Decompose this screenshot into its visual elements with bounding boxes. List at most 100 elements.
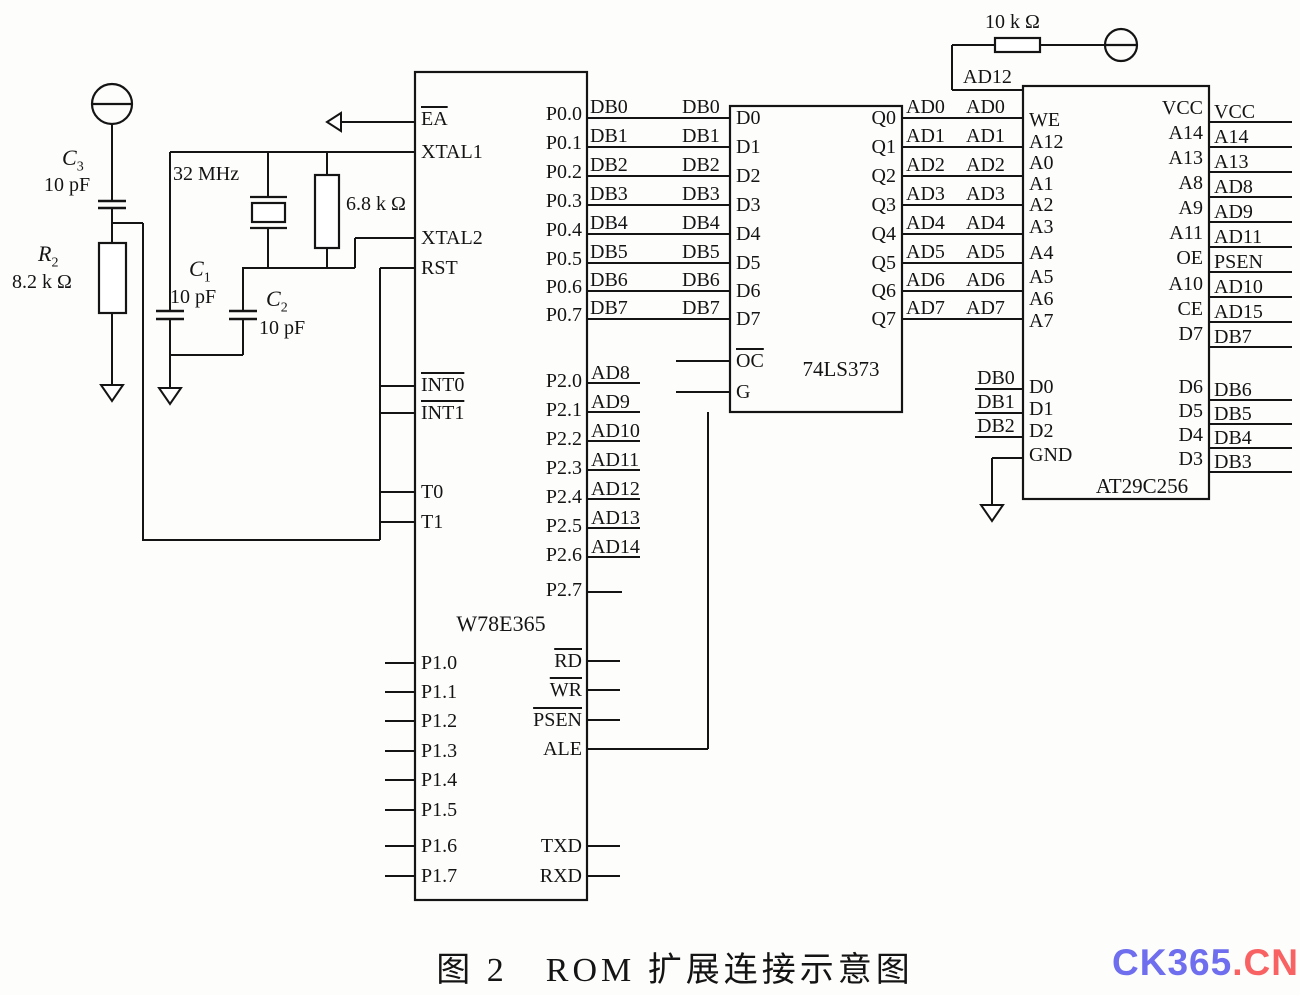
- label-rom-pins-left-13: GND: [1029, 444, 1073, 466]
- label-rom-pins-right-5: A11: [1169, 222, 1203, 244]
- label-nets-ad-1: AD1: [966, 125, 1005, 147]
- label-nets-db-5: DB5: [590, 241, 628, 263]
- label-rom-pins-right-8: CE: [1177, 298, 1203, 320]
- xtal-resistor-icon: [313, 173, 341, 250]
- label-nets-ad-6: AD6: [906, 269, 945, 291]
- label-latch-pins-q-4: Q4: [871, 223, 896, 245]
- label-latch-pins-q-7: Q7: [871, 308, 896, 330]
- label-nets-p2_ad-3: AD11: [591, 449, 640, 471]
- label-nets-rom_right-8: AD15: [1214, 301, 1263, 323]
- label-nets-rom_right-0: VCC: [1214, 101, 1256, 123]
- label-rom-pins-right-10: D6: [1178, 376, 1203, 398]
- c3-capacitor-icon: [98, 199, 126, 210]
- label-rom-pins-left-6: A4: [1029, 242, 1054, 264]
- label-rom-pins-right-9: D7: [1178, 323, 1203, 345]
- label-rom-pins-left-3: A1: [1029, 173, 1054, 195]
- label-nets-rom_right-2: A13: [1214, 151, 1249, 173]
- label-mcu-pins-txd: TXD: [540, 835, 582, 857]
- label-nets-ad-0: AD0: [966, 96, 1005, 118]
- rom-chip-name: AT29C256: [1095, 474, 1189, 498]
- label-mcu-pins-p1-2: P1.2: [421, 710, 458, 732]
- label-nets-db-0: DB0: [682, 96, 720, 118]
- label-rom-pins-left-4: A2: [1029, 194, 1054, 216]
- label-rom-pins-right-2: A13: [1168, 147, 1203, 169]
- label-rom-pins-right-0: VCC: [1161, 97, 1203, 119]
- label-rom-pins-left-0: WE: [1029, 109, 1061, 131]
- label-rom-pins-right-6: OE: [1176, 247, 1203, 269]
- label-rom-pins-right-13: D3: [1178, 448, 1203, 470]
- label-mcu-pins-p2-1: P2.1: [545, 399, 582, 421]
- label-nets-ad-2: AD2: [906, 154, 945, 176]
- crystal-icon: [250, 195, 287, 230]
- c2-value-label: 10 pF: [259, 317, 306, 339]
- label-mcu-pins-p1-6: P1.6: [421, 835, 458, 857]
- label-nets-p2_ad-6: AD14: [591, 536, 640, 558]
- label-mcu-pins-p0-0: P0.0: [545, 103, 582, 125]
- label-latch-pins-d-1: D1: [736, 136, 761, 158]
- label-nets-rom_right-1: A14: [1214, 126, 1249, 148]
- label-nets-rom_right-7: AD10: [1214, 276, 1263, 298]
- label-nets-ad-6: AD6: [966, 269, 1005, 291]
- label-mcu-pins-rst: RST: [421, 257, 458, 279]
- label-nets-ad-7: AD7: [966, 297, 1005, 319]
- label-nets-db-1: DB1: [590, 125, 628, 147]
- label-mcu-pins-p0-4: P0.4: [545, 219, 582, 241]
- label-mcu-pins-t1: T1: [421, 511, 444, 533]
- label-mcu-pins-p0-3: P0.3: [545, 190, 582, 212]
- label-nets-db-3: DB3: [682, 183, 720, 205]
- c1-ref-label: C1: [189, 256, 211, 286]
- label-nets-db-0: DB0: [590, 96, 628, 118]
- label-nets-db-7: DB7: [590, 297, 628, 319]
- label-nets-rom_right-6: PSEN: [1214, 251, 1263, 273]
- label-mcu-pins-int0: INT0: [421, 374, 465, 396]
- label-nets-ad-5: AD5: [966, 241, 1005, 263]
- label-nets-db-2: DB2: [682, 154, 720, 176]
- label-nets-ad-1: AD1: [906, 125, 945, 147]
- label-mcu-pins-rxd: RXD: [539, 865, 582, 887]
- label-mcu-pins-p1-4: P1.4: [421, 769, 458, 791]
- power-source-icon-2: [1103, 27, 1139, 63]
- label-mcu-pins-xtal1: XTAL1: [421, 141, 483, 163]
- label-latch-pins-oc: OC: [736, 350, 764, 372]
- label-latch-pins-q-3: Q3: [871, 194, 896, 216]
- c1-capacitor-icon: [156, 309, 184, 321]
- label-latch-pins-q-5: Q5: [871, 252, 896, 274]
- label-rom-pins-left-9: A7: [1029, 310, 1054, 332]
- label-nets-rom_right-11: DB5: [1214, 403, 1252, 425]
- wire-net: [111, 44, 1292, 877]
- label-nets-ad-0: AD0: [906, 96, 945, 118]
- label-nets-p2_ad-4: AD12: [591, 478, 640, 500]
- label-nets-rom_right-4: AD9: [1214, 201, 1253, 223]
- label-nets-db-6: DB6: [590, 269, 628, 291]
- label-latch-pins-q-1: Q1: [871, 136, 896, 158]
- label-nets-rom_data_db-2: DB2: [977, 415, 1015, 437]
- xtal-resistor-value-label: 6.8 k Ω: [346, 193, 406, 215]
- label-nets-rom_right-10: DB6: [1214, 379, 1252, 401]
- label-mcu-pins-p1-5: P1.5: [421, 799, 458, 821]
- label-latch-pins-d-3: D3: [736, 194, 761, 216]
- ground-icon-3: [979, 504, 1005, 523]
- latch-chip-name: 74LS373: [802, 357, 880, 381]
- ea-arrow-icon: [325, 111, 342, 133]
- label-nets-db-1: DB1: [682, 125, 720, 147]
- label-latch-pins-d-4: D4: [736, 223, 761, 245]
- label-nets-p2_ad-2: AD10: [591, 420, 640, 442]
- c1-value-label: 10 pF: [170, 286, 217, 308]
- label-mcu-pins-int1: INT1: [421, 402, 465, 424]
- label-rom-pins-right-4: A9: [1178, 197, 1203, 219]
- label-rom-pins-left-10: D0: [1029, 376, 1054, 398]
- label-mcu-pins-p1-1: P1.1: [421, 681, 458, 703]
- label-nets-ad-2: AD2: [966, 154, 1005, 176]
- label-latch-pins-d-7: D7: [736, 308, 761, 330]
- label-mcu-pins-p2-7: P2.7: [545, 579, 582, 601]
- c3-value-label: 10 pF: [44, 174, 91, 196]
- label-nets-rom_data_db-1: DB1: [977, 391, 1015, 413]
- label-latch-pins-q-0: Q0: [871, 107, 896, 129]
- label-mcu-pins-rd: RD: [554, 650, 582, 672]
- label-mcu-pins-p0-6: P0.6: [545, 276, 582, 298]
- label-nets-db-5: DB5: [682, 241, 720, 263]
- label-nets-ad-3: AD3: [966, 183, 1005, 205]
- label-nets-db-3: DB3: [590, 183, 628, 205]
- label-mcu-pins-ea: EA: [421, 108, 448, 130]
